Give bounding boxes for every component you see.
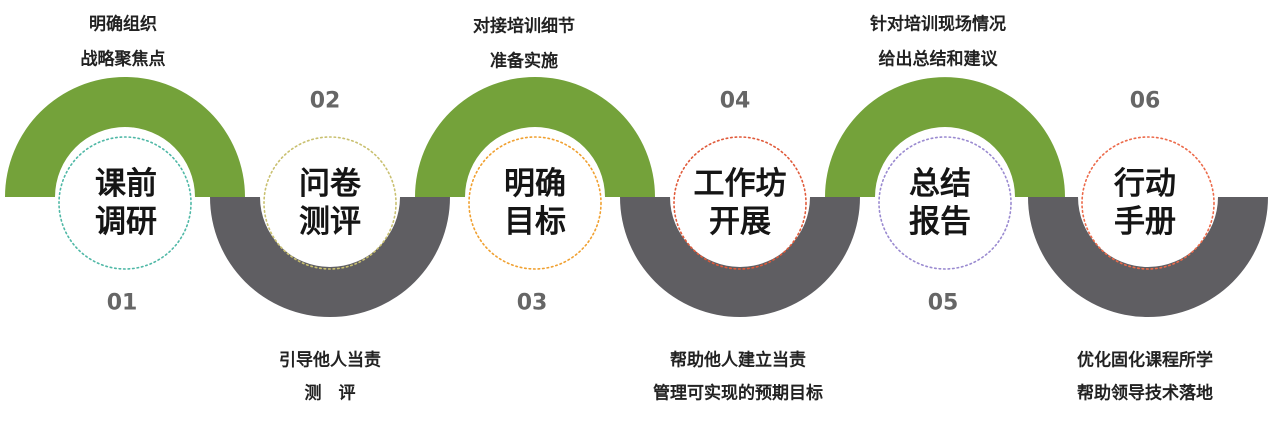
step-1-title-line2: 调研	[95, 204, 157, 240]
arc-4-lower	[620, 197, 860, 317]
step-6-title-line2: 手册	[1114, 204, 1176, 240]
step-4-title-line1: 工作坊	[693, 166, 787, 202]
arc-2-lower	[210, 197, 450, 317]
arc-3-upper-fill	[415, 77, 655, 197]
arc-5-upper	[825, 77, 1065, 197]
step-5-title-line2: 报告	[909, 204, 971, 240]
step-3-title-line2: 目标	[504, 204, 566, 240]
step-2-title-line2: 测评	[299, 204, 361, 240]
step-5-number: 05	[927, 290, 959, 316]
step-6-title-line1: 行动	[1114, 166, 1176, 202]
step-5-title-line1: 总结	[909, 166, 971, 202]
step-1-desc-line1: 明确组织	[89, 14, 157, 35]
arc-6-lower	[1028, 197, 1268, 317]
step-1-number: 01	[106, 290, 138, 316]
step-3-title-line1: 明确	[504, 166, 566, 202]
step-4-dotted-ring	[673, 136, 807, 270]
step-2-desc-line2: 测 评	[304, 383, 356, 404]
step-6-number: 06	[1129, 88, 1161, 114]
step-4-title-line2: 开展	[709, 204, 771, 240]
arc-4-lower-fill	[620, 197, 860, 317]
arc-5-upper-fill	[825, 77, 1065, 197]
step-2-title-line1: 问卷	[299, 166, 361, 202]
arc-1-upper	[5, 77, 245, 197]
step-3-dotted-ring	[468, 136, 602, 270]
step-6-dotted-ring	[1081, 136, 1215, 270]
step-4-number: 04	[719, 88, 751, 114]
step-3-number: 03	[516, 290, 548, 316]
step-2-desc-line1: 引导他人当责	[279, 350, 381, 371]
step-6-desc-line2: 帮助领导技术落地	[1077, 383, 1213, 404]
step-1-desc-line2: 战略聚焦点	[80, 49, 166, 70]
step-6-desc-line1: 优化固化课程所学	[1077, 350, 1213, 371]
arc-3-upper	[415, 77, 655, 197]
step-3-desc-line2: 准备实施	[490, 51, 558, 72]
arc-6-lower-fill	[1028, 197, 1268, 317]
step-2-number: 02	[309, 88, 341, 114]
step-5-dotted-ring	[878, 136, 1012, 270]
step-4-desc-line1: 帮助他人建立当责	[670, 350, 806, 371]
step-5-desc-line2: 给出总结和建议	[878, 49, 998, 70]
step-2-dotted-ring	[263, 136, 397, 270]
step-5-desc-line1: 针对培训现场情况	[870, 14, 1006, 35]
step-4-desc-line2: 管理可实现的预期目标	[653, 383, 823, 404]
arc-1-upper-fill	[5, 77, 245, 197]
step-1-dotted-ring	[58, 136, 192, 270]
step-3-desc-line1: 对接培训细节	[473, 16, 575, 37]
arc-2-lower-fill	[210, 197, 450, 317]
step-1-title-line1: 课前	[95, 166, 157, 202]
